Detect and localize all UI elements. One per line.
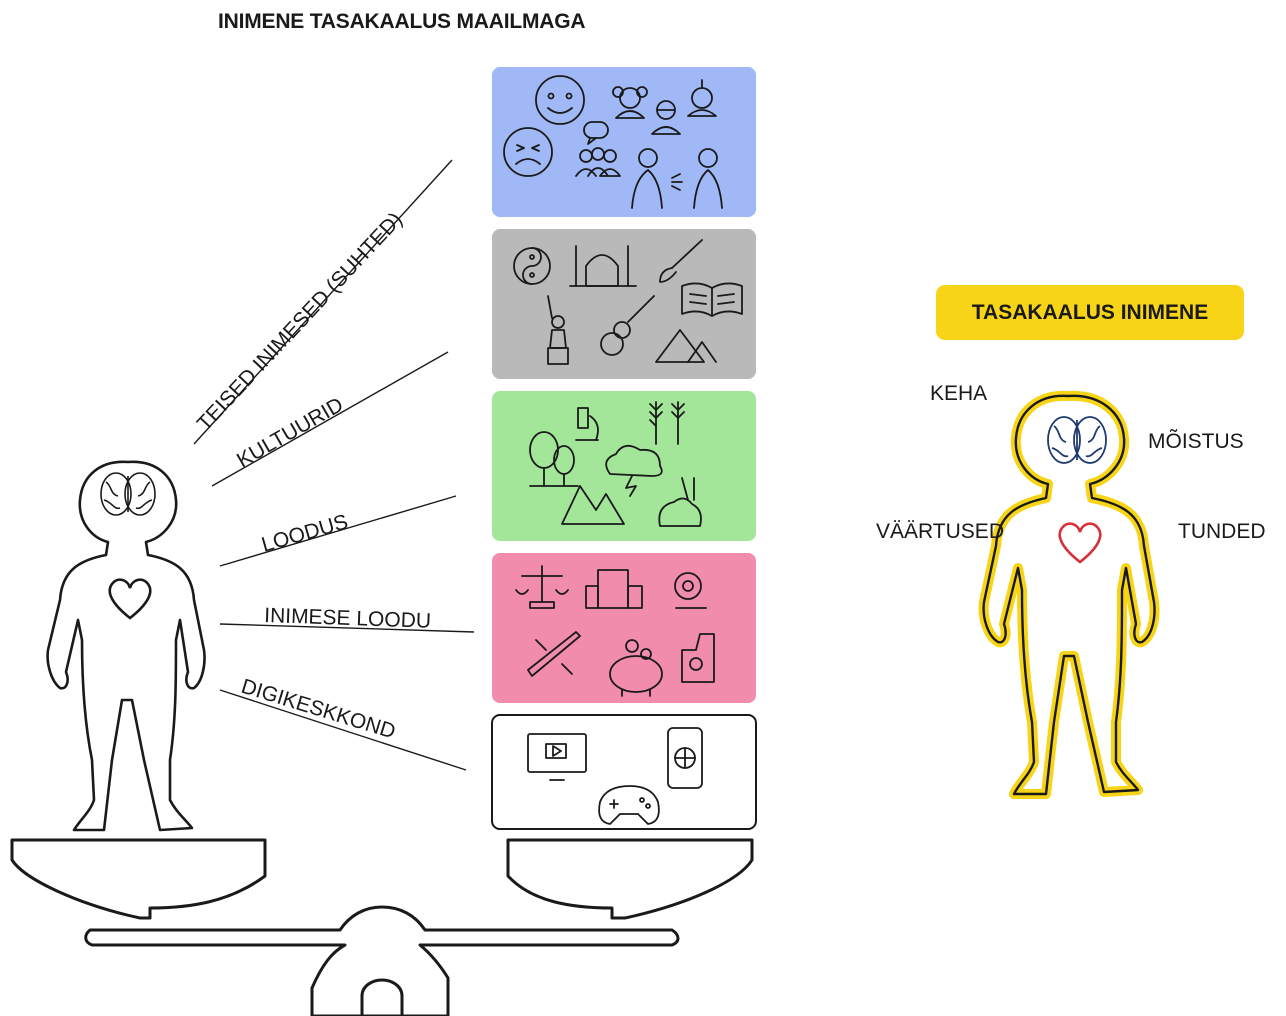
- left-pan: [10, 838, 267, 920]
- factory-icon: [681, 633, 715, 683]
- rabbit-icon: [658, 477, 702, 527]
- pyramids-icon: [655, 329, 717, 363]
- statue-of-liberty-icon: [547, 295, 569, 365]
- gear-icon: [674, 572, 707, 609]
- man-icon: [687, 79, 717, 117]
- scale-beam: [84, 905, 680, 1016]
- person-glasses-icon: [651, 100, 681, 135]
- panel-teised-inimesed: [492, 67, 756, 217]
- category-lines: [193, 159, 475, 771]
- gamepad-icon: [598, 785, 660, 825]
- label-vaartused: VÄÄRTUSED: [876, 520, 1004, 543]
- heart-icon: [108, 578, 152, 620]
- label-keha: KEHA: [930, 382, 988, 405]
- paintbrush-icon: [659, 239, 703, 283]
- smiley-face-icon: [535, 75, 585, 125]
- chat-bubble-icon: [583, 121, 609, 145]
- label-kultuurid: KULTUURID: [233, 393, 347, 472]
- mountains-icon: [561, 485, 625, 525]
- mosque-icon: [569, 245, 637, 287]
- group-icon: [575, 147, 621, 177]
- piggy-bank-icon: [609, 639, 663, 697]
- smartphone-icon: [667, 727, 703, 789]
- open-book-icon: [681, 282, 743, 317]
- monitor-icon: [527, 733, 587, 781]
- balanced-person-badge: TASAKAALUS INIMENE: [936, 285, 1244, 340]
- person-outline: [982, 394, 1156, 796]
- brain-icon: [100, 472, 156, 516]
- trees-icon: [529, 431, 579, 487]
- guitar-icon: [600, 295, 655, 356]
- panel-icons-people: [503, 75, 723, 209]
- girl-icon: [612, 86, 648, 119]
- airplane-icon: [527, 631, 581, 677]
- balanced-person-figure: [978, 390, 1160, 799]
- label-inimese-loodu: INIMESE LOODU: [264, 604, 432, 633]
- label-digikeskkond: DIGIKESKKOND: [239, 675, 399, 744]
- building-icon: [585, 569, 643, 609]
- panel-icons-cultures: [513, 239, 743, 365]
- panel-kultuurid: [492, 229, 756, 379]
- right-pan: [506, 838, 754, 920]
- person-figure: [46, 460, 206, 832]
- label-tunded: TUNDED: [1178, 520, 1266, 543]
- scales-icon: [515, 565, 569, 609]
- balance-scale: [10, 838, 754, 1016]
- label-teised-inimesed: TEISED INIMESED (SUHTED): [193, 208, 407, 435]
- diagram-title: INIMENE TASAKAALUS MAAILMAGA: [218, 10, 586, 33]
- brain-icon: [1047, 416, 1107, 464]
- panel-icons-digital: [527, 727, 703, 825]
- person-outline: [46, 460, 206, 832]
- shouting-people-icon: [631, 148, 723, 209]
- panel-icons-nature: [529, 401, 702, 527]
- category-panels: [491, 67, 757, 830]
- storm-cloud-icon: [605, 444, 663, 497]
- panel-loodus: [492, 391, 756, 541]
- label-moistus: MÕISTUS: [1148, 430, 1244, 453]
- panel-icons-human-made: [515, 565, 715, 697]
- microscope-icon: [575, 407, 599, 441]
- yin-yang-icon: [513, 247, 551, 285]
- heart-icon: [1058, 522, 1102, 564]
- person-highlight-outline: [978, 390, 1160, 799]
- wheat-icon: [649, 401, 685, 445]
- label-loodus: LOODUS: [259, 510, 351, 557]
- sad-face-icon: [503, 127, 553, 177]
